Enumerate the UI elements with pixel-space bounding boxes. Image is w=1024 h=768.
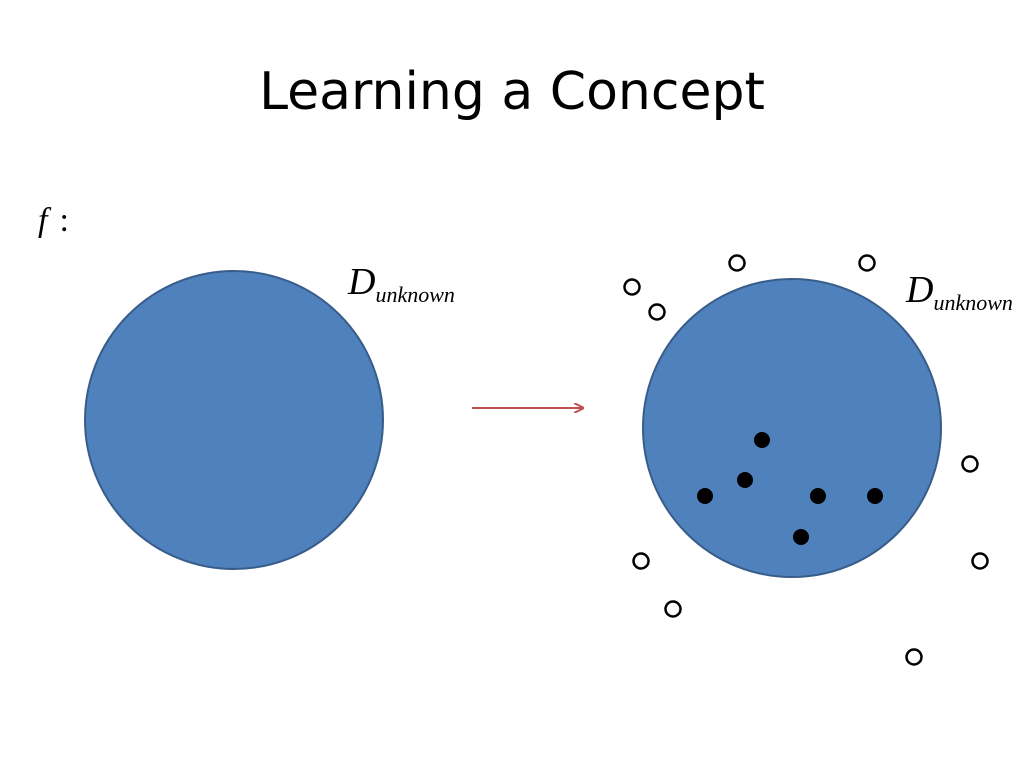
negative-point (664, 600, 682, 618)
left-domain-label-main: D (348, 261, 376, 303)
negative-point (971, 552, 989, 570)
right-domain-circle (642, 278, 942, 578)
negative-point (728, 254, 746, 272)
negative-examples (623, 254, 989, 666)
right-domain-label: Dunknown (906, 268, 1013, 315)
positive-examples (697, 432, 883, 545)
negative-point (632, 552, 650, 570)
left-domain-label: Dunknown (348, 260, 455, 307)
slide-title: Learning a Concept (259, 62, 765, 122)
function-colon: : (59, 202, 69, 239)
positive-point (793, 529, 809, 545)
left-domain-label-sub: unknown (375, 282, 455, 307)
function-label: f: (38, 202, 69, 240)
left-domain-circle (84, 270, 384, 570)
positive-point (737, 472, 753, 488)
positive-point (754, 432, 770, 448)
negative-point (648, 303, 666, 321)
negative-point (961, 455, 979, 473)
right-domain-label-sub: unknown (933, 290, 1013, 315)
function-symbol: f (38, 202, 48, 239)
positive-point (867, 488, 883, 504)
positive-point (697, 488, 713, 504)
positive-point (810, 488, 826, 504)
negative-point (623, 278, 641, 296)
right-domain-label-main: D (906, 269, 934, 311)
negative-point (858, 254, 876, 272)
negative-point (905, 648, 923, 666)
